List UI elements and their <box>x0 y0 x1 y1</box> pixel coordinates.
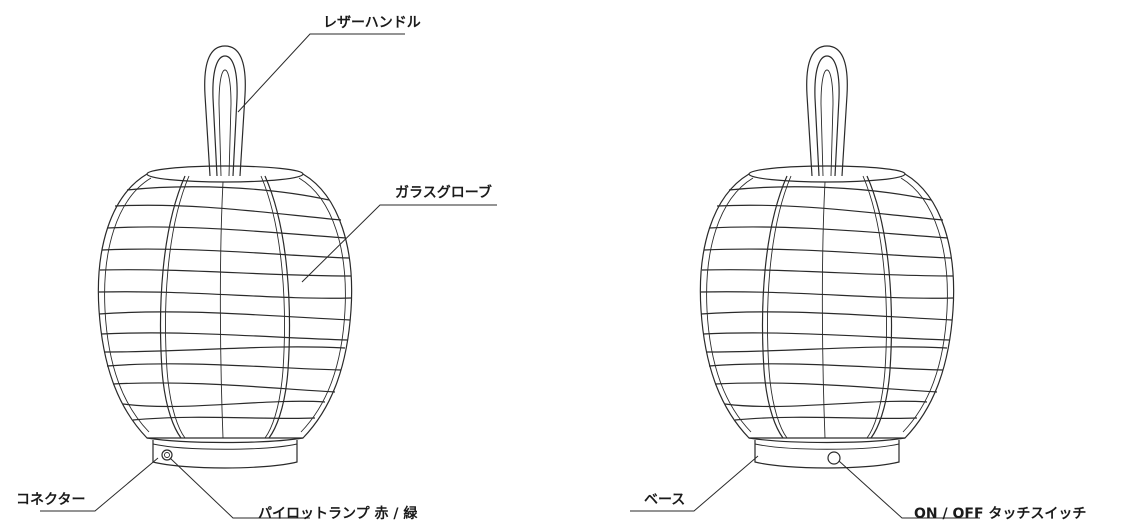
label-glass-globe: ガラスグローブ <box>395 185 492 201</box>
label-touch-switch: ON / OFF タッチスイッチ <box>914 506 1087 522</box>
leader-pilot <box>169 457 310 519</box>
label-leather-handle: レザーハンドル <box>323 15 421 31</box>
leader-handle <box>237 33 405 113</box>
touch-switch-button <box>827 451 841 465</box>
label-connector: コネクター <box>16 492 86 508</box>
connector-port <box>161 449 173 461</box>
label-base: ベース <box>644 492 686 508</box>
leader-globe <box>301 204 497 283</box>
leader-base <box>630 455 759 512</box>
lantern-left <box>97 45 353 469</box>
label-pilot-lamp: パイロットランプ 赤 / 緑 <box>258 506 418 522</box>
leader-connector <box>40 457 159 512</box>
lantern-right <box>699 45 955 469</box>
leader-switch <box>838 460 980 519</box>
